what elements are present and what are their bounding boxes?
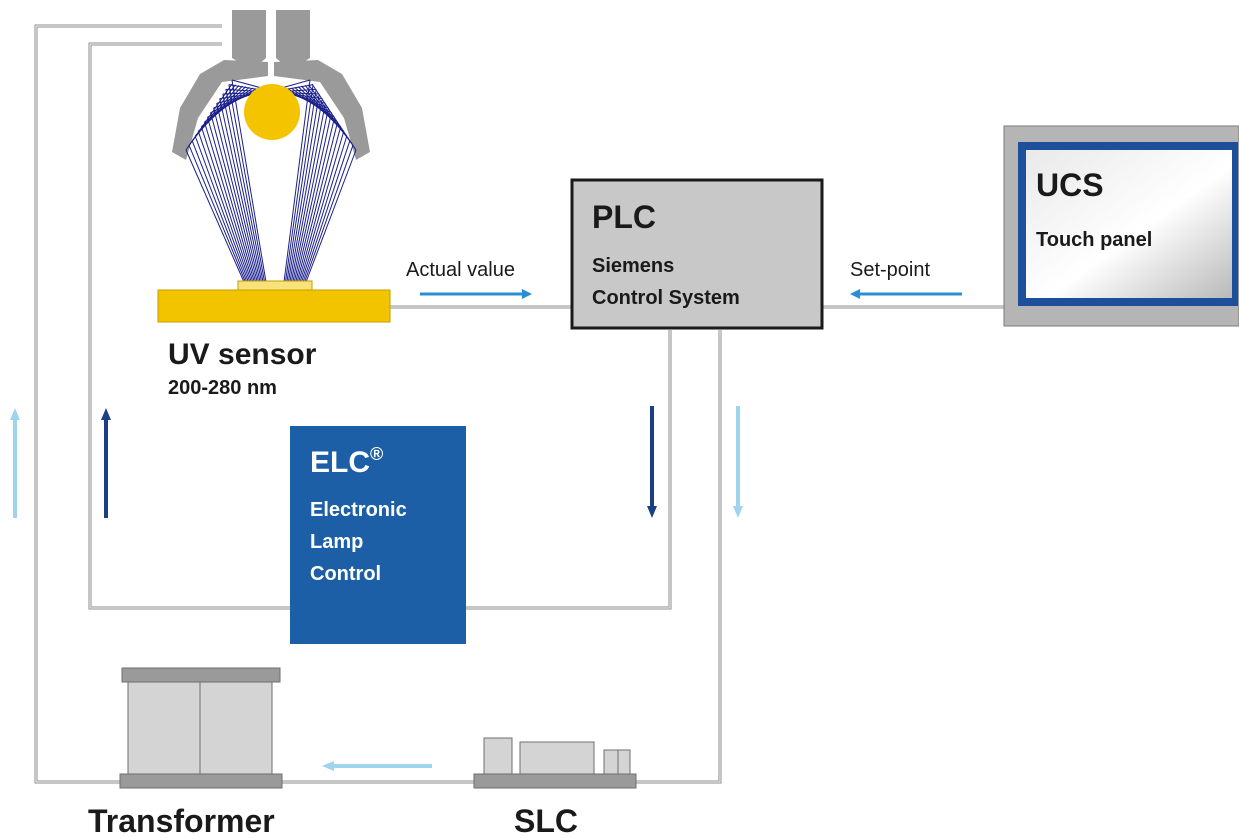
actual-value-label: Actual value — [406, 259, 515, 281]
ucs-subtitle: Touch panel — [1036, 229, 1152, 251]
arrow-down-dark — [647, 406, 657, 518]
uv-sensor-plate-icon — [157, 280, 391, 323]
plc-line-1: Siemens — [592, 255, 674, 277]
transformer-label: Transformer — [88, 803, 275, 838]
plc-title: PLC — [592, 199, 656, 235]
actual-value-arrow — [420, 289, 532, 299]
uv-range-label: 200-280 nm — [168, 377, 277, 399]
arrow-up-dark — [101, 408, 111, 518]
elc-line-3: Control — [310, 563, 381, 585]
lamp-bulb — [244, 84, 300, 140]
plc-box — [570, 178, 824, 330]
slc-device-icon — [473, 737, 637, 789]
wire-highlights — [35, 25, 1004, 783]
elc-line-2: Lamp — [310, 531, 363, 553]
wire-plc-slc — [636, 330, 722, 784]
arrow-up-light — [10, 408, 20, 518]
ucs-title: UCS — [1036, 167, 1104, 203]
elc-box — [290, 426, 466, 644]
arrow-left-light — [322, 761, 432, 771]
elc-line-1: Electronic — [310, 499, 407, 521]
uv-light-beams — [185, 79, 357, 283]
wire-elc-plc — [466, 330, 672, 610]
arrow-down-light — [733, 406, 743, 518]
uv-lamp-reflector-icon — [172, 10, 370, 283]
uv-sensor-label: UV sensor — [168, 338, 317, 371]
set-point-arrow — [850, 289, 962, 299]
slc-label: SLC — [514, 803, 578, 838]
elc-title: ELC® — [310, 444, 383, 479]
ucs-touch-panel — [1003, 125, 1239, 327]
plc-line-2: Control System — [592, 287, 740, 309]
set-point-label: Set-point — [850, 259, 930, 281]
transformer-icon — [119, 667, 283, 789]
